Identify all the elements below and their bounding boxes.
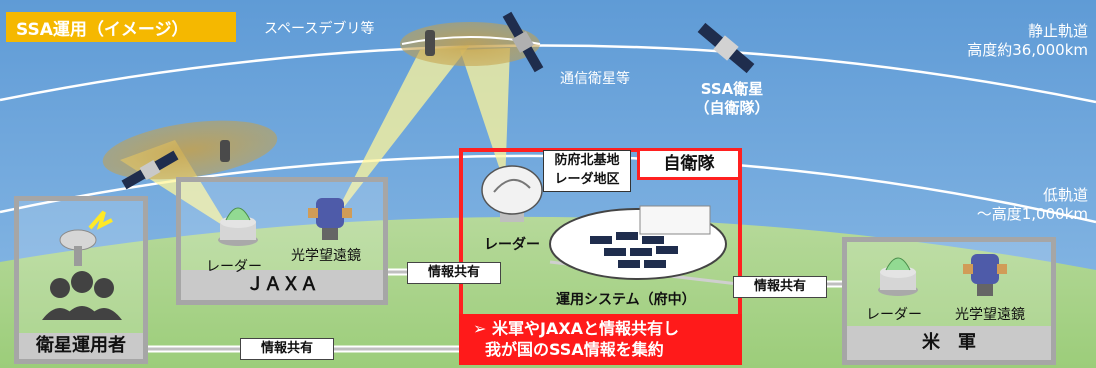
title-banner: SSA運用（イメージ） [6, 12, 236, 42]
center-message: ➢ 米軍やJAXAと情報共有し 我が国のSSA情報を集約 [459, 314, 742, 365]
operators-people-icon [42, 271, 122, 320]
jaxa-telescope-label: 光学望遠鏡 [291, 248, 361, 264]
usforces-box: 米 軍 [842, 237, 1056, 365]
jaxa-radar-label: レーダー [206, 259, 262, 275]
earth-surface [0, 216, 1096, 368]
us-telescope-label: 光学望遠鏡 [955, 307, 1025, 323]
jaxa-radar-icon [218, 207, 258, 246]
debris-label: スペースデブリ等 [264, 21, 375, 37]
operators-box: 衛星運用者 [14, 196, 148, 364]
info-share-tag-bottom: 情報共有 [240, 338, 334, 360]
satellite-icon-leo [121, 150, 179, 190]
geo-orbit-label-line2: 高度約36,000km [967, 41, 1088, 59]
geo-orbit-label-line1: 静止軌道 [1027, 22, 1088, 40]
satellite-icon-comm [502, 11, 544, 73]
usforces-footer: 米 軍 [847, 326, 1051, 360]
leo-orbit-label-line2: ～高度1,000km [976, 205, 1088, 223]
satellite-icon-ssa [697, 22, 755, 74]
defense-radar-icon [481, 165, 543, 222]
site-tag: 防府北基地 レーダ地区 [543, 150, 631, 192]
comm-sat-label: 通信衛星等 [560, 71, 630, 87]
ops-system-label: 運用システム（府中） [556, 292, 696, 308]
ssa-sat-label: SSA衛星 （自衛隊） [692, 80, 772, 118]
jaxa-box: ＪＡＸＡ [176, 177, 388, 305]
debris-cylinder-leo [220, 140, 230, 162]
info-share-tag-right: 情報共有 [733, 276, 827, 298]
operations-room-icon [549, 205, 727, 280]
site-tag-line1: 防府北基地 [554, 153, 620, 168]
ssa-sat-label-line2: （自衛隊） [694, 99, 770, 117]
jaxa-footer: ＪＡＸＡ [181, 270, 383, 300]
center-message-line2: 我が国のSSA情報を集約 [485, 340, 664, 359]
center-message-line1: ➢ 米軍やJAXAと情報共有し [473, 319, 680, 338]
us-radar-icon [878, 257, 918, 296]
us-telescope-icon [963, 254, 1007, 296]
jaxa-telescope-icon [308, 198, 352, 240]
site-tag-line2: レーダ地区 [554, 172, 620, 187]
leo-orbit-label: 低軌道 ～高度1,000km [977, 186, 1088, 224]
geo-orbit-arc [0, 44, 1096, 104]
ssa-sat-label-line1: SSA衛星 [700, 80, 764, 98]
info-share-tag-top: 情報共有 [407, 262, 501, 284]
jsdf-tag: 自衛隊 [637, 148, 741, 180]
ground-station-icon [59, 210, 113, 266]
leo-orbit-label-line1: 低軌道 [1042, 186, 1088, 204]
us-radar-label: レーダー [866, 307, 922, 323]
debris-cylinder-geo [425, 30, 435, 56]
defense-radar-label: レーダー [484, 237, 540, 253]
operators-footer: 衛星運用者 [19, 333, 143, 359]
geo-orbit-label: 静止軌道 高度約36,000km [967, 22, 1088, 60]
